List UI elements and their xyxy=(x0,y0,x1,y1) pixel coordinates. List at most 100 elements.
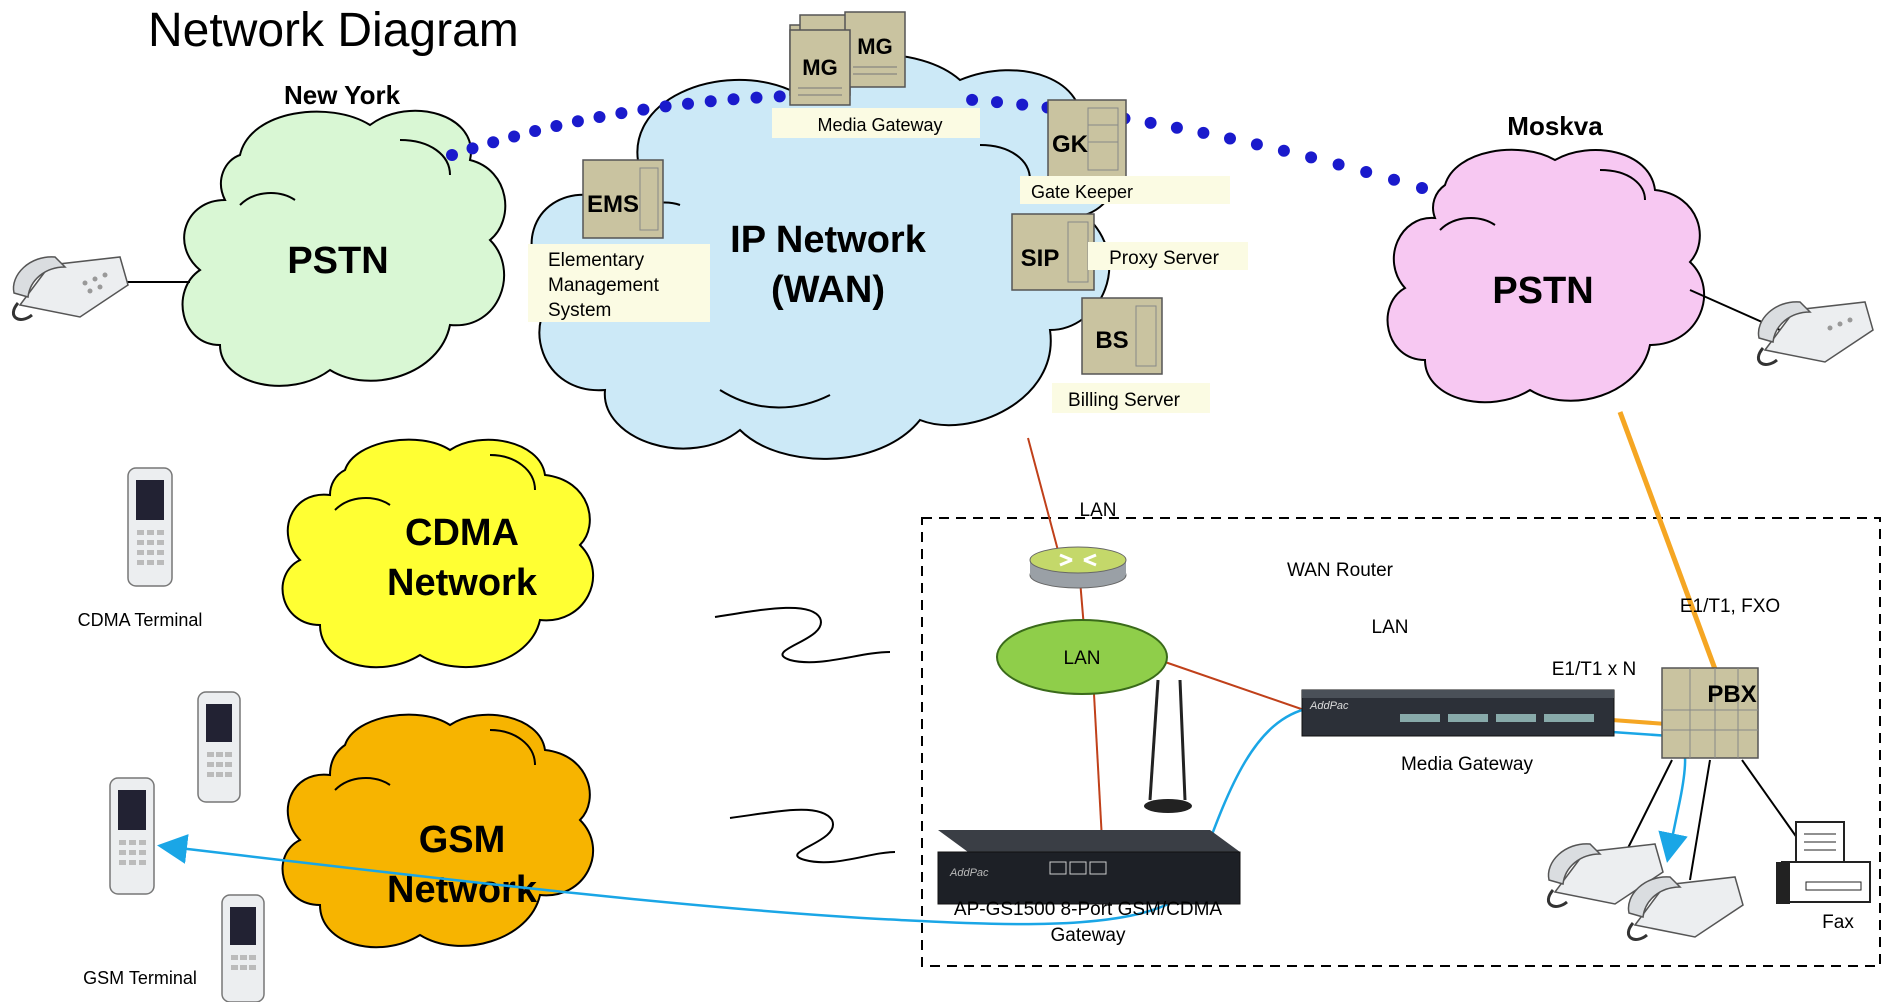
local-network-boundary xyxy=(921,517,1881,967)
trunk-dot xyxy=(550,120,563,132)
cdma-network-sublabel: Network xyxy=(387,562,538,604)
proxy-server-caption: Proxy Server xyxy=(1109,248,1219,269)
trunk-dot xyxy=(1360,166,1373,178)
lan-link-gsm-gateway xyxy=(1093,693,1103,841)
trunk-dot xyxy=(508,130,521,143)
trunk-dot xyxy=(1016,98,1029,111)
ip-network-cloud: IP Network (WAN) xyxy=(530,53,1120,460)
pbx-extension-line xyxy=(1741,759,1801,843)
trunk-dot xyxy=(1305,151,1318,164)
trunk-dot xyxy=(571,115,584,128)
trunk-dot xyxy=(704,95,717,108)
e1-fxo-label: E1/T1, FXO xyxy=(1680,596,1780,617)
e1-n-label: E1/T1 x N xyxy=(1552,659,1636,680)
gsm-terminal-label: GSM Terminal xyxy=(83,968,197,988)
lan-link-media-gateway xyxy=(1164,661,1311,713)
wan-router-label: WAN Router xyxy=(1287,560,1394,581)
lan-ellipse xyxy=(996,619,1168,695)
trunk-dot xyxy=(487,136,500,149)
trunk-dot xyxy=(615,107,628,120)
gsm-network-label: GSM xyxy=(419,819,506,861)
call-flow-arrow xyxy=(157,706,1311,926)
gsm-cdma-gateway-device: AddPac xyxy=(937,679,1241,905)
caption-box xyxy=(772,108,980,138)
trunk-dot xyxy=(682,97,694,110)
fax-label: Fax xyxy=(1822,912,1854,933)
caption-box xyxy=(1020,176,1230,204)
pstn-right-cloud: PSTN xyxy=(1386,148,1706,404)
pbx-device: PBX xyxy=(1661,667,1759,759)
mobile-phone-icon xyxy=(197,691,241,803)
ems-label: EMS xyxy=(587,191,639,218)
telephone-icon xyxy=(11,256,129,321)
lan-label-top: LAN xyxy=(1080,500,1117,521)
cdma-network-cloud: CDMA Network xyxy=(281,438,594,669)
wireless-link-cdma xyxy=(714,606,891,664)
telephone-icon xyxy=(1626,876,1744,941)
ip-network-label: IP Network xyxy=(730,219,927,261)
trunk-dot xyxy=(750,91,763,104)
ems-caption-line: Elementary xyxy=(548,250,645,271)
trunk-dot xyxy=(1144,116,1157,129)
trunk-dot xyxy=(637,103,650,116)
sip-server: SIP Proxy Server xyxy=(1011,213,1248,291)
pstn-right-label: PSTN xyxy=(1492,270,1593,312)
bs-label: BS xyxy=(1095,327,1128,354)
trunk-dot xyxy=(446,149,458,161)
wan-router-icon xyxy=(1029,546,1127,589)
server-label-mg: MG xyxy=(802,55,837,80)
trunk-dot xyxy=(529,125,542,137)
city-new-york: New York xyxy=(284,80,401,110)
pbx-extension-line xyxy=(1621,759,1673,861)
trunk-dot xyxy=(966,93,979,106)
telephone-icon xyxy=(1756,301,1874,366)
gsm-network-cloud: GSM Network xyxy=(281,713,594,949)
ems-server: EMS Elementary Management System xyxy=(528,159,710,322)
ap-gs1500-sublabel: Gateway xyxy=(1051,925,1126,946)
trunk-dot xyxy=(991,96,1003,109)
mobile-phone-icon xyxy=(221,894,265,1002)
gk-label: GK xyxy=(1052,131,1089,158)
trunk-dot xyxy=(727,93,740,106)
media-gateway-device: AddPac xyxy=(1301,689,1615,737)
mobile-phone-icon xyxy=(127,467,173,587)
sip-label: SIP xyxy=(1021,245,1060,272)
trunk-dot xyxy=(1416,182,1428,194)
pstn-left-label: PSTN xyxy=(287,240,388,282)
trunk-dot xyxy=(1170,121,1183,134)
media-gateway-caption: Media Gateway xyxy=(817,115,942,135)
media-gateway-server-stack: G MG MG Media Gateway xyxy=(772,11,980,138)
e1-link-pstn-pbx xyxy=(1617,411,1725,689)
page-title: Network Diagram xyxy=(148,4,519,57)
trunk-dot xyxy=(1224,132,1236,145)
trunk-dot xyxy=(593,111,606,123)
ems-caption-line: System xyxy=(548,300,611,321)
trunk-dot xyxy=(1197,126,1210,139)
caption-box xyxy=(1088,242,1248,270)
server-label-mg: MG xyxy=(857,34,892,59)
brand-label: AddPac xyxy=(949,867,989,879)
caption-box xyxy=(528,244,710,322)
trunk-dot xyxy=(1388,173,1400,186)
city-moskva: Moskva xyxy=(1507,111,1603,141)
mobile-phone-icon xyxy=(109,777,155,895)
brand-label: AddPac xyxy=(1309,700,1349,712)
caption-box xyxy=(1052,383,1210,413)
trunk-dot xyxy=(659,100,672,113)
billing-server: BS Billing Server xyxy=(1052,297,1210,413)
trunk-dot xyxy=(1332,158,1345,171)
billing-server-caption: Billing Server xyxy=(1068,390,1181,411)
lan-label-mid: LAN xyxy=(1372,617,1409,638)
ip-network-sublabel: (WAN) xyxy=(771,269,885,311)
gatekeeper-server: GK Gate Keeper xyxy=(1020,99,1230,204)
fax-icon xyxy=(1776,821,1871,904)
trunk-dot xyxy=(1250,138,1263,151)
media-gateway-label: Media Gateway xyxy=(1401,754,1534,775)
trunk-dot xyxy=(1277,144,1290,157)
cdma-network-label: CDMA xyxy=(405,512,519,554)
pbx-label: PBX xyxy=(1707,681,1756,708)
lan-ellipse-label: LAN xyxy=(1064,648,1101,669)
telephone-icon xyxy=(1546,843,1664,908)
cdma-terminal-label: CDMA Terminal xyxy=(78,610,203,630)
